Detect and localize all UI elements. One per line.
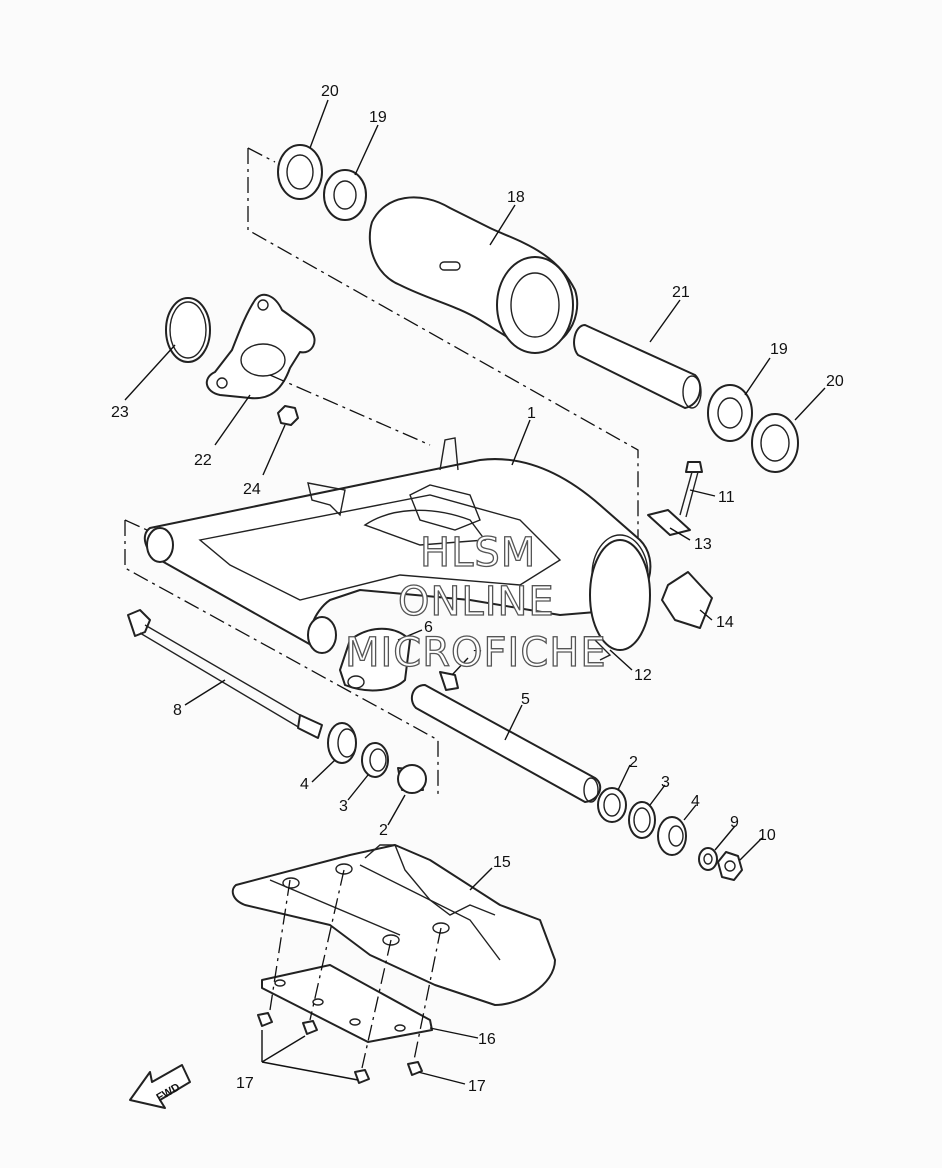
watermark: HLSM ONLINE MICROFICHE <box>344 529 607 676</box>
circlip-23 <box>165 297 211 363</box>
callout-16: 16 <box>478 1031 496 1048</box>
band-12 <box>589 539 651 661</box>
bolt-7 <box>439 671 459 691</box>
callout-15: 15 <box>493 854 511 871</box>
oil-seal-right <box>751 413 799 473</box>
nut-24 <box>277 405 299 426</box>
thrust-cover-right <box>657 816 687 856</box>
bracket-plate-22 <box>205 293 316 400</box>
plate-16 <box>261 964 433 1043</box>
callout-7: 7 <box>473 648 482 665</box>
pivot-collar <box>368 196 579 354</box>
bearing-right-2 <box>597 787 627 823</box>
bolt-11 <box>679 461 703 518</box>
watermark-line-1: HLSM <box>420 530 536 576</box>
bearing-right <box>707 384 753 442</box>
callout-8: 8 <box>173 702 182 719</box>
oil-seal-right-3 <box>628 801 656 839</box>
callout-17-right: 17 <box>468 1078 486 1095</box>
callout-10: 10 <box>758 827 776 844</box>
thrust-cover-left <box>327 722 357 764</box>
callout-2-right: 2 <box>629 754 638 771</box>
callout-5: 5 <box>521 691 530 708</box>
callout-23: 23 <box>111 404 129 421</box>
callout-22: 22 <box>194 452 212 469</box>
collar-21 <box>573 324 702 409</box>
pad-14 <box>661 571 713 629</box>
callout-17-left: 17 <box>236 1075 254 1092</box>
callout-3-right: 3 <box>661 774 670 791</box>
guard-15 <box>231 844 556 1006</box>
callout-numbers: 20 19 18 21 19 20 23 22 24 1 11 13 14 12… <box>111 83 844 1095</box>
callout-12: 12 <box>634 667 652 684</box>
callout-24: 24 <box>243 481 261 498</box>
callout-13: 13 <box>694 536 712 553</box>
callout-20-right: 20 <box>826 373 844 390</box>
callout-19-right: 19 <box>770 341 788 358</box>
oil-seal-left <box>361 742 389 778</box>
callout-18: 18 <box>507 189 525 206</box>
watermark-line-2: ONLINE <box>398 579 555 625</box>
callout-6: 6 <box>424 619 433 636</box>
part-reference-dashes <box>269 374 442 1069</box>
cover-6 <box>339 627 411 692</box>
fwd-arrow-icon: FWD <box>129 1064 191 1109</box>
bearing-left <box>397 764 427 794</box>
callout-4-left: 4 <box>300 776 309 793</box>
bearing-upper-left <box>323 169 367 221</box>
washer-9 <box>698 847 718 871</box>
plate-13 <box>647 509 691 536</box>
callout-21: 21 <box>672 284 690 301</box>
watermark-line-3: MICROFICHE <box>345 630 607 676</box>
callout-3-left: 3 <box>339 798 348 815</box>
pipe-5 <box>410 684 602 803</box>
oil-seal-upper-left <box>277 144 323 200</box>
callout-14: 14 <box>716 614 734 631</box>
callout-20-top: 20 <box>321 83 339 100</box>
callout-4-right: 4 <box>691 793 700 810</box>
callout-9: 9 <box>730 814 739 831</box>
callout-19-top: 19 <box>369 109 387 126</box>
callout-11: 11 <box>718 489 735 506</box>
nut-10 <box>717 851 743 881</box>
leader-lines <box>124 99 826 1085</box>
pivot-shaft-8 <box>127 609 323 739</box>
callout-1: 1 <box>527 405 536 422</box>
callout-2-left: 2 <box>379 822 388 839</box>
